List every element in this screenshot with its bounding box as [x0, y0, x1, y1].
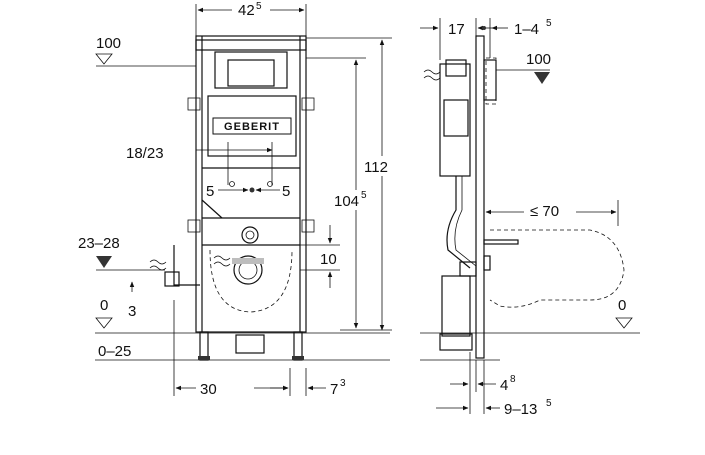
- frame-leg-left: [199, 331, 209, 361]
- dim-height-104: 104: [334, 193, 359, 210]
- side-dimensions: 17 1–4 5 100 ≤ 70 0 4 8 9–13 5: [420, 18, 633, 418]
- dim-30: 30: [200, 381, 217, 398]
- dim-0-25: 0–25: [98, 343, 131, 360]
- wc-bowl-dashed: [489, 229, 625, 308]
- flush-pipe-outlet: [241, 226, 259, 244]
- dim-23-28: 23–28: [78, 235, 120, 252]
- frame-outline: [195, 35, 307, 333]
- cistern: [207, 95, 297, 157]
- dim-1-4: 1–4: [514, 21, 539, 38]
- dim-17: 17: [448, 21, 465, 38]
- waste-pipe: [233, 255, 263, 285]
- dim-height-112: 112: [364, 159, 388, 176]
- svg-text:5: 5: [256, 1, 262, 12]
- flush-pipe-side: [446, 176, 471, 269]
- svg-text:5: 5: [546, 18, 552, 29]
- drain-side: [441, 275, 471, 337]
- front-view: GEBERIT: [95, 35, 390, 361]
- dim-9-13: 9–13: [504, 401, 537, 418]
- top-crossbar: [195, 39, 307, 51]
- dim-3: 3: [128, 303, 136, 320]
- level-0-right: 0: [618, 297, 626, 314]
- dim-4: 4: [500, 377, 508, 394]
- svg-text:8: 8: [510, 374, 516, 385]
- cistern-side: [439, 63, 471, 177]
- flush-plate: [227, 59, 275, 87]
- water-supply-valve: [164, 271, 180, 287]
- front-dimensions: 42 5 100 18/23 5 5 112 104 5 10: [78, 1, 400, 398]
- level-100-right: 100: [526, 51, 551, 68]
- dim-18-23: 18/23: [126, 145, 164, 162]
- level-100-left: 100: [96, 35, 121, 52]
- frame-leg-right: [293, 331, 303, 361]
- side-view: [420, 35, 640, 361]
- svg-text:3: 3: [340, 378, 346, 389]
- brand-logo-box: [212, 117, 292, 135]
- svg-text:5: 5: [361, 190, 367, 201]
- dim-5-left: 5: [206, 183, 214, 200]
- brand-logo: GEBERIT: [224, 121, 280, 133]
- dim-le-70: ≤ 70: [530, 203, 559, 220]
- svg-text:5: 5: [546, 398, 552, 409]
- dim-10: 10: [320, 251, 337, 268]
- level-0-left: 0: [100, 297, 108, 314]
- dim-7: 7: [330, 381, 338, 398]
- frame-profile: [475, 35, 485, 359]
- dim-width-main: 42: [238, 2, 255, 19]
- drain-bend: [235, 334, 265, 354]
- dim-5-right: 5: [282, 183, 290, 200]
- flush-plate-opening: [214, 51, 288, 89]
